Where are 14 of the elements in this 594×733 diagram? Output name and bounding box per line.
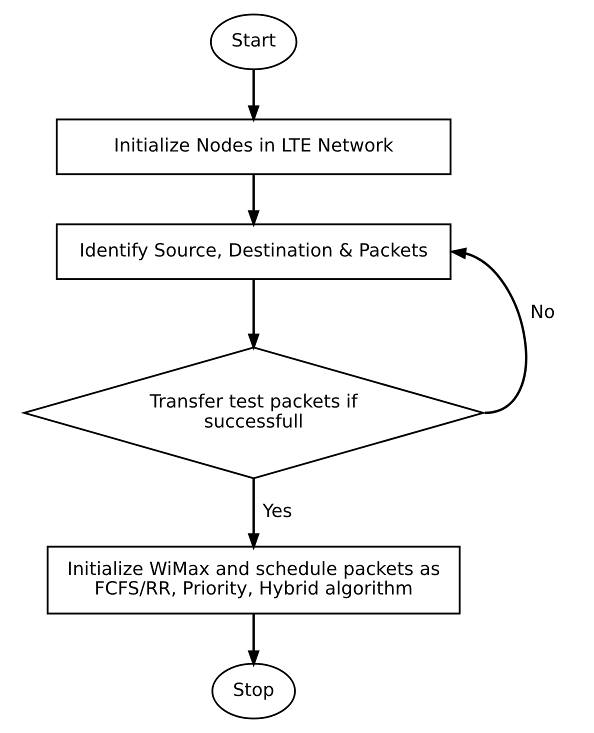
arrow — [248, 614, 260, 668]
node-ellipse: Stop — [211, 662, 296, 720]
node-box: Initialize Nodes in LTE Network — [56, 118, 452, 176]
edge-label: No — [530, 302, 556, 323]
arrow — [248, 279, 260, 351]
arrow — [248, 478, 260, 550]
arrow — [248, 174, 260, 228]
node-ellipse: Start — [210, 14, 298, 70]
node-box: Identify Source, Destination & Packets — [56, 223, 452, 280]
node-box: Initialize WiMax and schedule packets as FCFS/RR, Priority, Hybrid algorithm — [46, 546, 461, 614]
arrow — [248, 70, 260, 122]
node-diamond: Transfer test packets if successfull — [20, 346, 487, 480]
edge-label: Yes — [262, 501, 292, 522]
arrow — [449, 247, 528, 414]
